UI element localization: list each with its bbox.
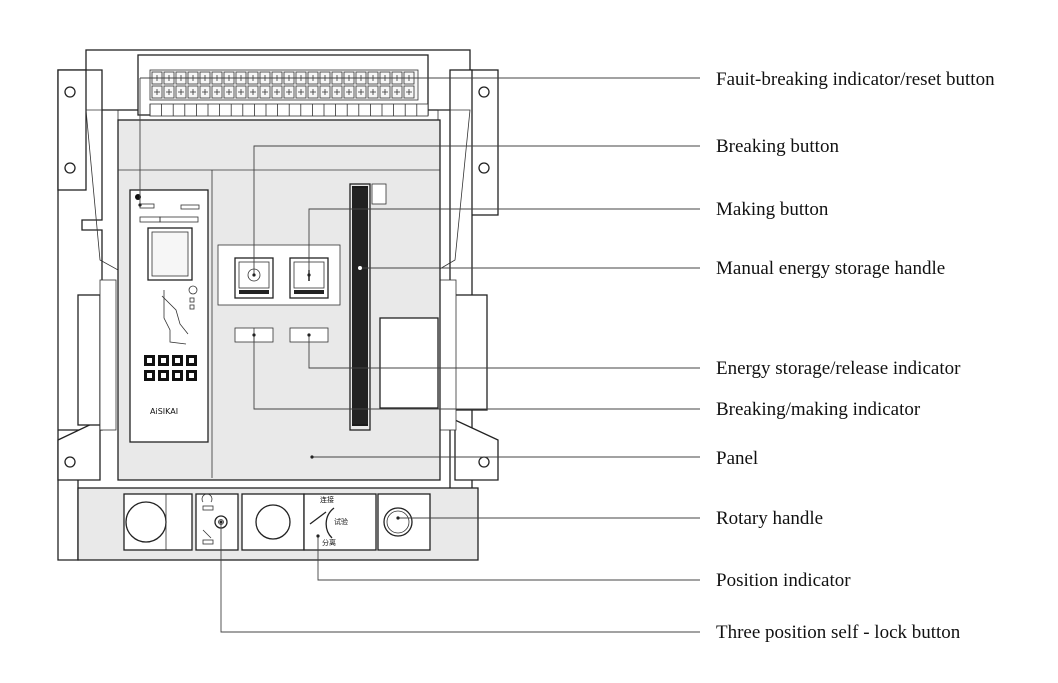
- terminal-screw: [247, 85, 259, 99]
- terminal-screw: [307, 85, 319, 99]
- leader-lines: [138, 77, 700, 633]
- controller-unit: AiSIKAI: [129, 189, 209, 443]
- terminal-screw: [331, 85, 343, 99]
- terminal-screw: [283, 85, 295, 99]
- terminal-screw: [295, 85, 307, 99]
- terminal-screw: [271, 85, 283, 99]
- terminal-screw: [211, 85, 223, 99]
- terminal-screw: [319, 85, 331, 99]
- terminal-screw: [199, 85, 211, 99]
- terminal-screw: [187, 85, 199, 99]
- terminal-block: [137, 54, 429, 117]
- terminal-screw: [391, 85, 403, 99]
- pos-label-connected: 连接: [320, 495, 334, 504]
- terminal-screw: [163, 85, 175, 99]
- terminal-screw: [403, 85, 415, 99]
- terminal-screw: [343, 85, 355, 99]
- label-panel: Panel: [716, 448, 759, 469]
- nameplate: [379, 317, 439, 409]
- brand-label: AiSIKAI: [150, 407, 178, 416]
- label-rotary-handle: Rotary handle: [716, 508, 824, 529]
- terminal-screw: [223, 85, 235, 99]
- pos-label-disconnected: 分离: [322, 538, 336, 547]
- terminal-screw: [355, 85, 367, 99]
- label-energy-storage-handle: Manual energy storage handle: [716, 258, 946, 279]
- base-panel: 连接 试验 分离: [77, 487, 479, 561]
- label-self-lock-button: Three position self - lock button: [716, 622, 961, 643]
- terminal-screw: [259, 85, 271, 99]
- label-making-button: Making button: [716, 199, 829, 220]
- rotary-handle[interactable]: [383, 507, 413, 537]
- terminal-screw: [367, 85, 379, 99]
- terminal-screw: [235, 85, 247, 99]
- terminal-screw: [379, 85, 391, 99]
- terminal-screw: [151, 85, 163, 99]
- label-breaking-button: Breaking button: [716, 136, 839, 157]
- terminal-screw: [175, 85, 187, 99]
- label-fault-breaking-indicator: Fauit-breaking indicator/reset button: [716, 69, 995, 90]
- pos-label-test: 试验: [334, 517, 348, 526]
- label-position-indicator: Position indicator: [716, 570, 851, 591]
- position-indicator-arrow: [309, 511, 327, 525]
- energy-storage-handle[interactable]: [349, 183, 439, 431]
- label-energy-storage-indicator: Energy storage/release indicator: [716, 358, 961, 379]
- label-breaking-making-indicator: Breaking/making indicator: [716, 399, 921, 420]
